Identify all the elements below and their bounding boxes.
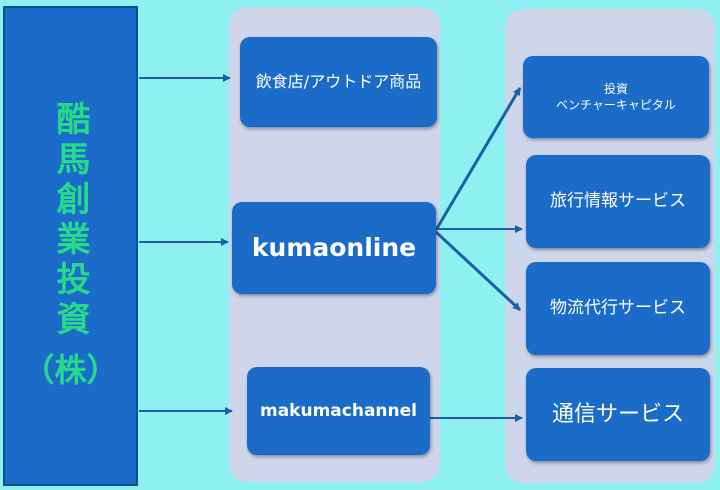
arrow-kumaonline-to-investment xyxy=(434,87,522,231)
node-communication: 通信サービス xyxy=(526,368,710,461)
root-company-block: 酷馬創業投資 （株） xyxy=(3,6,138,486)
node-travel-info: 旅行情報サービス xyxy=(526,155,710,248)
node-investment: 投資 ベンチャーキャピタル xyxy=(523,56,709,138)
node-investment-subtitle: ベンチャーキャピタル xyxy=(556,98,676,112)
root-company-name: 酷馬創業投資 xyxy=(50,101,90,341)
node-makumachannel: makumachannel xyxy=(247,367,430,455)
node-food-outdoor: 飲食店/アウトドア商品 xyxy=(240,37,437,127)
node-investment-title: 投資 xyxy=(603,81,628,96)
root-company-suffix: （株） xyxy=(22,351,119,389)
node-logistics: 物流代行サービス xyxy=(526,262,710,355)
node-kumaonline: kumaonline xyxy=(232,202,436,294)
arrow-kumaonline-to-logistics xyxy=(434,230,522,312)
